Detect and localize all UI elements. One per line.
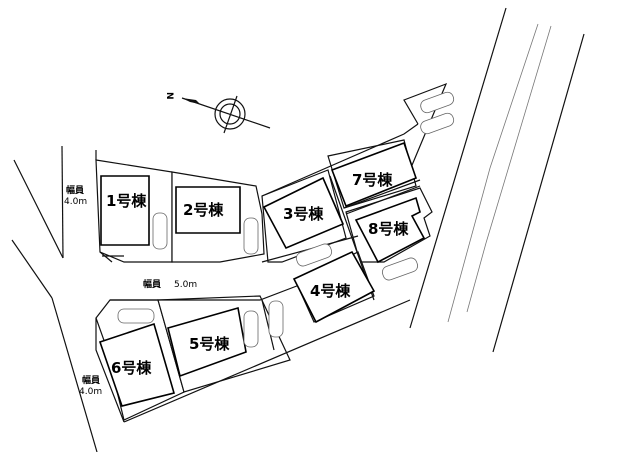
car-icon bbox=[117, 91, 455, 348]
building-6-label: 6号棟 bbox=[111, 359, 152, 377]
building-3-label: 3号棟 bbox=[283, 205, 324, 223]
road-width-value-upper: 4.0m bbox=[64, 197, 87, 207]
building-2-label: 2号棟 bbox=[183, 201, 224, 219]
building-7 bbox=[330, 141, 418, 208]
building-6 bbox=[98, 322, 175, 407]
building-1-label: 1号棟 bbox=[106, 192, 147, 210]
building-8 bbox=[354, 196, 426, 264]
road-width-label-upper: 幅員 bbox=[66, 184, 84, 196]
road-width-value-center: 5.0m bbox=[174, 280, 197, 290]
building-1 bbox=[100, 175, 150, 246]
main-road bbox=[409, 7, 585, 353]
west-road bbox=[11, 145, 98, 452]
building-4-label: 4号棟 bbox=[310, 282, 351, 300]
building-2 bbox=[175, 186, 241, 234]
road-width-label-center: 幅員 bbox=[143, 278, 161, 290]
building-7-label: 7号棟 bbox=[352, 171, 393, 189]
road-width-value-lower: 4.0m bbox=[79, 387, 102, 397]
north-arrow-icon: N bbox=[164, 92, 271, 134]
building-3 bbox=[262, 176, 345, 250]
building-5-label: 5号棟 bbox=[189, 335, 230, 353]
building-5 bbox=[167, 306, 247, 378]
building-8-label: 8号棟 bbox=[368, 220, 409, 238]
road-width-label-lower: 幅員 bbox=[82, 374, 100, 386]
svg-text:N: N bbox=[164, 92, 174, 100]
building-4 bbox=[292, 250, 376, 324]
